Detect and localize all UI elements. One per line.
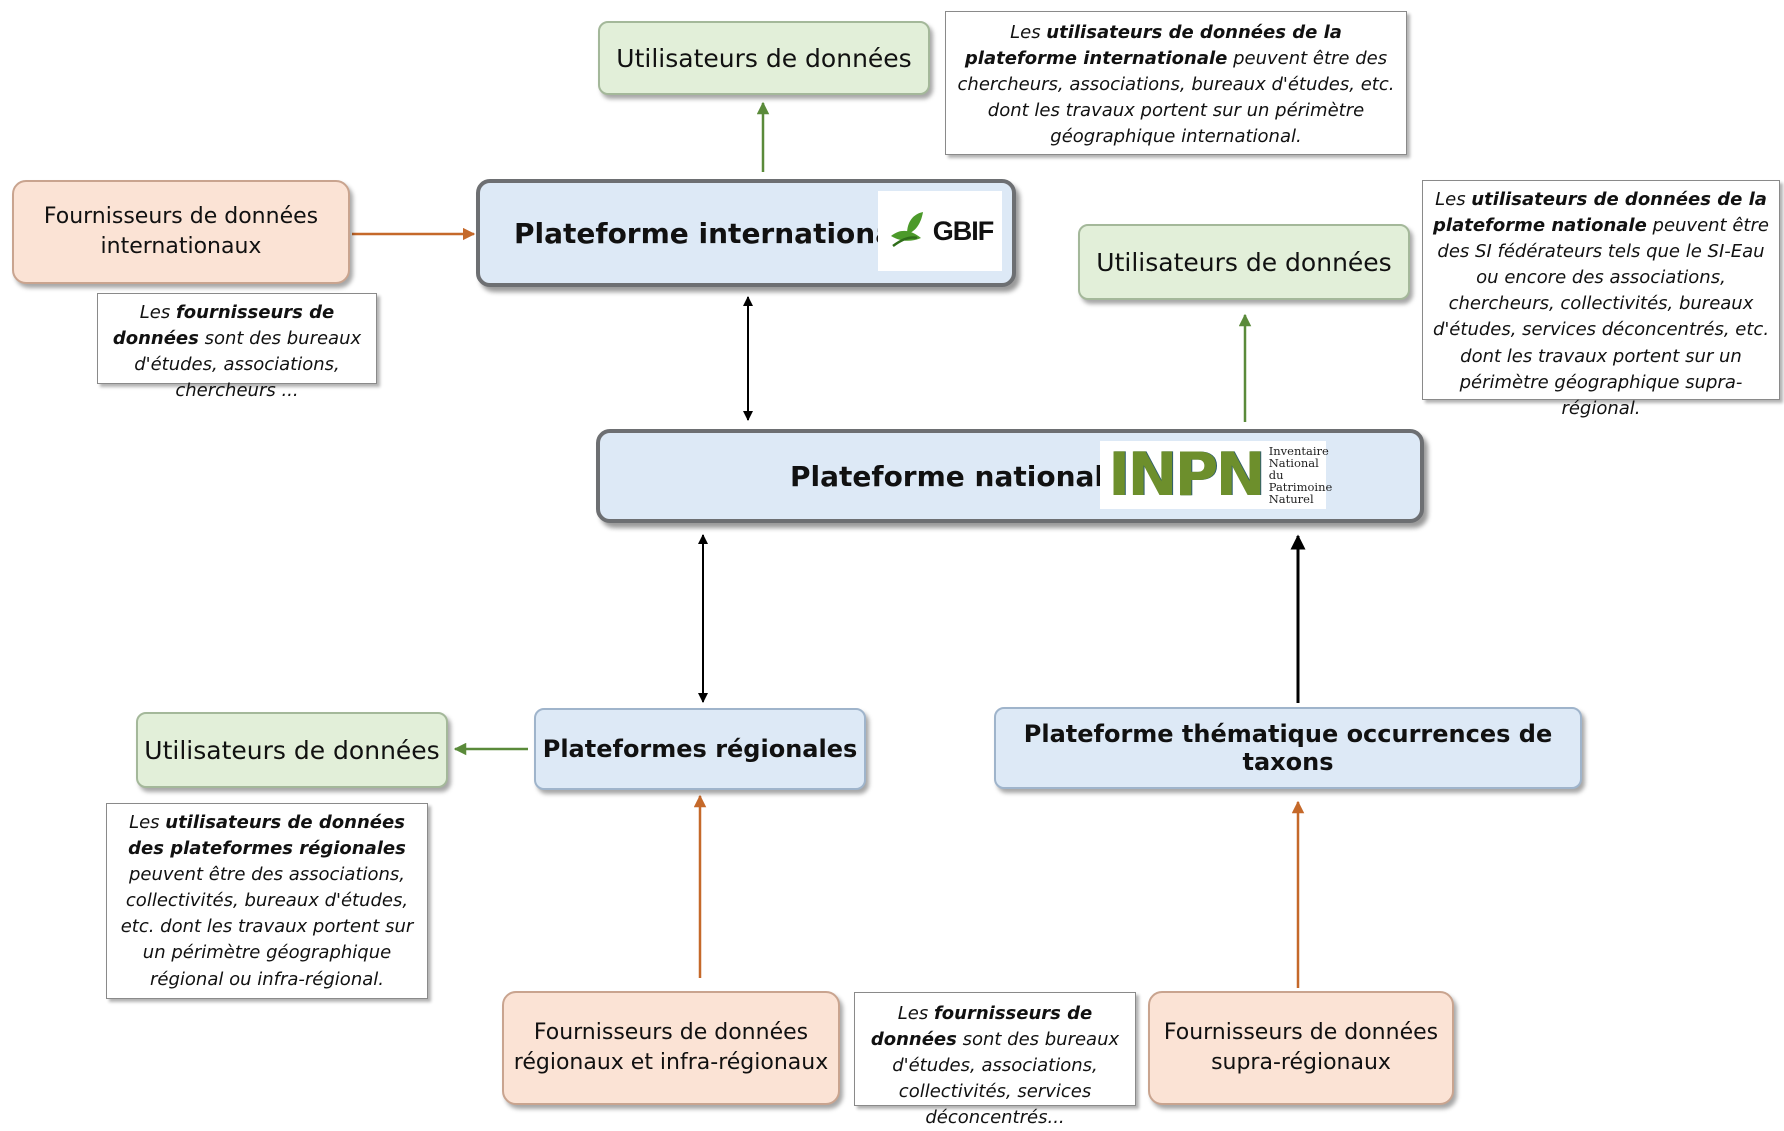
- users-int-label: Utilisateurs de données: [616, 43, 912, 73]
- providers-supra-box: Fournisseurs de données supra-régionaux: [1148, 991, 1454, 1105]
- note-providers-int: Les fournisseurs de données sont des bur…: [97, 293, 377, 401]
- providers-int-box: Fournisseurs de données internationaux: [12, 180, 350, 284]
- plateformes-regionales-label: Plateformes régionales: [542, 735, 858, 763]
- note-users-int: Les utilisateurs de données de la platef…: [945, 11, 1407, 155]
- providers-reg-line2: régionaux et infra-régionaux: [513, 1050, 829, 1075]
- providers-int-line2: internationaux: [100, 234, 262, 259]
- gbif-logo-text: GBIF: [932, 215, 994, 246]
- users-reg-label: Utilisateurs de données: [144, 735, 440, 765]
- inpn-logo-letters: INPN: [1108, 440, 1266, 510]
- note-providers-bottom: Les fournisseurs de données sont des bur…: [854, 992, 1136, 1128]
- note-users-nat: Les utilisateurs de données de la platef…: [1422, 180, 1780, 419]
- providers-supra-line1: Fournisseurs de données: [1163, 1020, 1439, 1046]
- users-reg-box: Utilisateurs de données: [136, 712, 448, 788]
- gbif-logo: GBIF: [878, 191, 1002, 271]
- providers-reg-box: Fournisseurs de données régionaux et inf…: [502, 991, 840, 1105]
- plateformes-regionales: Plateformes régionales: [534, 708, 866, 790]
- inpn-logo: INPN Inventaire National du Patrimoine N…: [1100, 440, 1332, 510]
- users-nat-label: Utilisateurs de données: [1096, 247, 1392, 277]
- plateforme-nationale-label: Plateforme nationale: [790, 459, 1123, 493]
- providers-reg-line1: Fournisseurs de données: [533, 1020, 809, 1046]
- users-nat-box: Utilisateurs de données: [1078, 224, 1410, 300]
- inpn-logo-caption: Inventaire National du Patrimoine Nature…: [1268, 443, 1333, 507]
- gbif-leaf-icon: [890, 212, 923, 248]
- providers-int-line1: Fournisseurs de données: [43, 204, 319, 230]
- plateforme-thematique-label: Plateforme thématique occurrences de tax…: [1023, 720, 1553, 776]
- providers-supra-line2: supra-régionaux: [1211, 1050, 1391, 1075]
- users-int-box: Utilisateurs de données: [598, 21, 930, 95]
- plateforme-thematique: Plateforme thématique occurrences de tax…: [994, 707, 1582, 789]
- note-users-reg: Les utilisateurs de données des platefor…: [106, 803, 428, 999]
- connector-layer: [352, 101, 1306, 988]
- plateforme-internationale-label: Plateforme internationale: [514, 216, 923, 250]
